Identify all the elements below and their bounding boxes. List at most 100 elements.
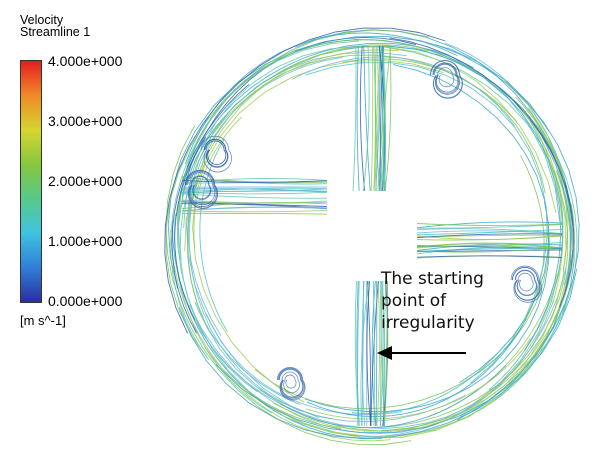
streamline — [459, 126, 578, 417]
streamline — [356, 280, 360, 427]
streamline — [181, 202, 328, 210]
irregularity-arrow — [377, 346, 466, 360]
annotation-line: irregularity — [381, 313, 475, 333]
streamline — [179, 120, 259, 393]
streamline — [416, 228, 563, 236]
streamline — [171, 83, 250, 334]
streamline — [279, 365, 507, 429]
streamline — [362, 45, 370, 192]
streamlines-group — [164, 27, 580, 445]
streamline — [359, 45, 366, 192]
streamline — [416, 230, 563, 235]
velocity-colorbar — [20, 60, 42, 303]
streamline — [305, 62, 548, 384]
streamline — [373, 45, 379, 192]
streamline — [181, 179, 328, 183]
streamline — [177, 39, 515, 250]
streamline — [188, 178, 333, 420]
streamline — [382, 45, 392, 192]
streamline — [352, 45, 357, 192]
annotation-text: The starting point of irregularity — [381, 268, 511, 334]
colorbar-tick-label: 0.000e+000 — [48, 293, 123, 309]
streamline — [435, 44, 580, 421]
colorbar-tick-label: 4.000e+000 — [48, 53, 123, 69]
streamline — [204, 139, 228, 168]
colorbar-tick-label: 2.000e+000 — [48, 173, 123, 189]
streamline — [416, 223, 563, 226]
streamline — [291, 56, 515, 127]
streamline — [273, 104, 567, 432]
streamline — [278, 369, 304, 398]
streamline — [237, 78, 572, 439]
streamline — [181, 188, 328, 192]
streamline — [194, 301, 300, 405]
streamline — [277, 367, 306, 401]
streamline — [370, 45, 374, 192]
streamline — [192, 59, 444, 403]
streamline — [363, 45, 371, 192]
legend-title-line-2: Streamline 1 — [20, 25, 91, 39]
streamline — [192, 54, 518, 200]
streamline — [187, 172, 216, 206]
streamline — [517, 272, 534, 292]
legend-title: Velocity Streamline 1 — [20, 14, 91, 39]
annotation-line: point of — [381, 291, 447, 311]
streamline — [181, 201, 328, 207]
streamline — [357, 280, 360, 427]
streamline — [181, 177, 328, 183]
streamline — [281, 371, 300, 394]
streamline — [181, 212, 328, 215]
streamline — [510, 265, 543, 303]
streamline — [181, 178, 328, 184]
streamline — [416, 228, 563, 235]
streamline — [205, 140, 227, 165]
streamline — [183, 45, 544, 229]
streamline — [165, 125, 412, 445]
streamline — [305, 338, 531, 420]
streamline — [372, 280, 375, 427]
streamline — [170, 103, 223, 359]
streamline — [338, 45, 562, 352]
streamline — [416, 224, 563, 229]
streamline — [349, 267, 567, 437]
annotation-line: The starting — [381, 269, 484, 289]
streamline — [181, 188, 328, 192]
streamline — [432, 62, 460, 95]
streamline — [416, 255, 563, 259]
streamline — [356, 45, 360, 192]
streamline — [361, 280, 366, 427]
streamline — [375, 45, 382, 192]
streamline — [416, 221, 563, 229]
streamline — [389, 37, 574, 308]
streamline — [366, 280, 372, 427]
streamline — [430, 60, 463, 99]
streamline — [177, 40, 359, 408]
streamline — [351, 343, 506, 414]
streamline — [416, 246, 563, 253]
streamline — [515, 96, 568, 270]
streamline — [373, 147, 569, 429]
streamline — [306, 318, 527, 418]
colorbar-tick-label: 3.000e+000 — [48, 113, 123, 129]
streamline — [515, 270, 537, 296]
streamline — [433, 63, 459, 93]
streamline — [416, 233, 563, 238]
streamline — [384, 45, 392, 192]
streamline — [477, 203, 575, 403]
streamline — [373, 45, 376, 192]
streamline — [437, 67, 455, 88]
streamline — [375, 280, 378, 427]
streamline — [444, 42, 572, 214]
streamline — [185, 170, 218, 209]
streamline — [174, 137, 207, 321]
streamline — [183, 293, 503, 429]
streamline — [416, 234, 563, 240]
streamline — [278, 368, 304, 399]
streamline — [433, 63, 460, 94]
streamline — [181, 193, 328, 199]
streamline — [200, 135, 232, 173]
streamline — [416, 243, 563, 251]
streamline — [375, 45, 383, 192]
streamline — [181, 191, 328, 195]
streamline — [186, 171, 217, 208]
